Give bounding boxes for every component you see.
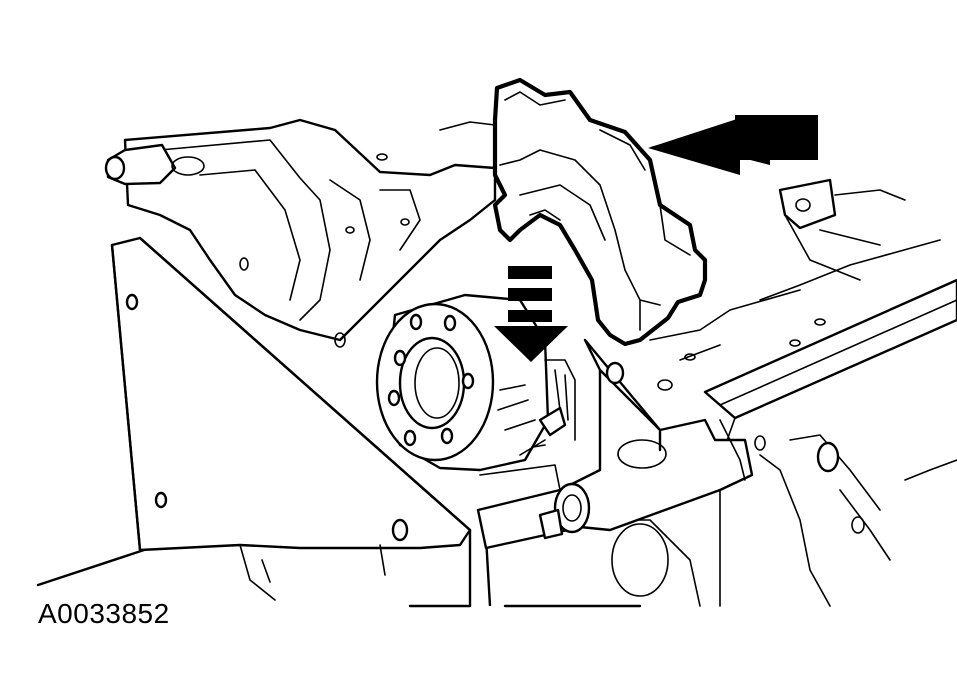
engine-block-upper — [123, 118, 497, 348]
right-crossmember — [649, 239, 957, 420]
dashed-down-arrow-icon — [494, 266, 568, 362]
right-bracket — [778, 178, 906, 281]
double-left-arrow-icon — [648, 115, 818, 175]
figure-id-label: A0033852 — [38, 598, 170, 629]
front-plate — [110, 236, 472, 552]
guide-pin-left — [104, 143, 205, 186]
rear-seal-retainer — [492, 77, 708, 347]
alignment-shaft — [538, 338, 754, 540]
